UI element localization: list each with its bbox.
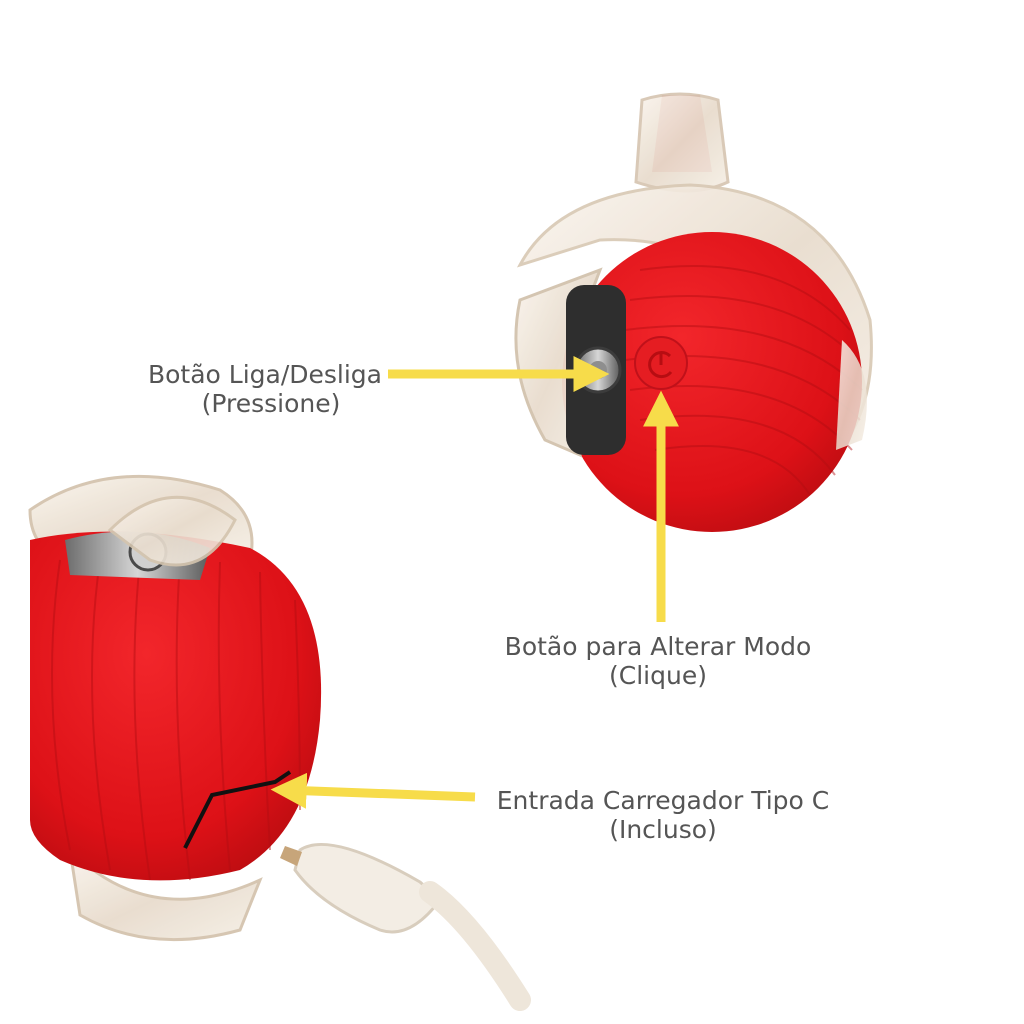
arrow-to-charger-port	[270, 772, 476, 809]
usb-c-cord	[419, 881, 531, 1011]
clear-handle-bottom	[107, 495, 237, 567]
charger-port-label-line2: (Incluso)	[609, 815, 717, 844]
device-top-right	[514, 92, 873, 532]
usb-c-cable	[280, 843, 531, 1011]
usb-c-plug	[293, 843, 443, 934]
ribbed-texture-bottom	[51, 559, 301, 881]
mode-button-label-line2: (Clique)	[609, 661, 707, 690]
charger-port-label-line1: Entrada Carregador Tipo C	[496, 786, 830, 815]
power-button-label: Botão Liga/Desliga (Pressione)	[120, 360, 382, 418]
mode-button-label: Botão para Alterar Modo (Clique)	[478, 632, 838, 690]
mode-button-label-line1: Botão para Alterar Modo	[504, 632, 812, 661]
usb-c-connector-tip	[280, 846, 302, 866]
device-bottom-left	[28, 474, 322, 942]
clear-shell-bottom-base	[67, 845, 263, 942]
red-ball-bottom	[30, 531, 322, 881]
clear-handle-right	[836, 340, 867, 450]
red-ball-top	[562, 232, 862, 532]
power-button-label-line2: (Pressione)	[201, 389, 341, 418]
power-symbol-icon	[648, 351, 673, 379]
clear-stem	[634, 92, 730, 193]
power-button-label-line1: Botão Liga/Desliga	[147, 360, 382, 389]
charger-port-label: Entrada Carregador Tipo C (Incluso)	[470, 786, 856, 844]
